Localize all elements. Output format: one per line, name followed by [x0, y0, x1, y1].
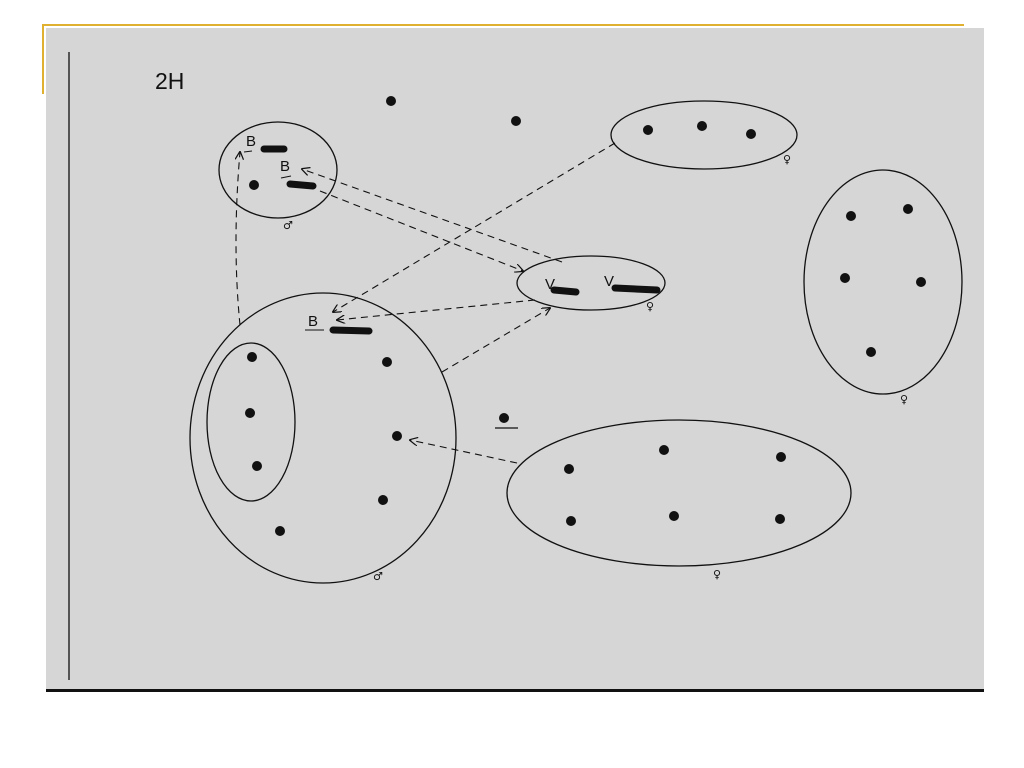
dashed-arrow [410, 440, 518, 464]
top-set-dot [746, 129, 756, 139]
bottom-female-set [506, 419, 852, 567]
female-symbol: ♀ [713, 568, 721, 581]
right-set-dot [916, 277, 926, 287]
accent-line-top [42, 24, 964, 26]
bottom-set-dot [566, 516, 576, 526]
bottom-set-dot [669, 511, 679, 521]
large-set-dot [275, 526, 285, 536]
free-dot [499, 413, 509, 423]
right-set-dot [846, 211, 856, 221]
v-bar [611, 284, 661, 294]
v-label: V [604, 273, 614, 290]
male-symbol: ♂ [373, 570, 383, 583]
dashed-arrow [333, 142, 616, 312]
right-set-dot [903, 204, 913, 214]
large-set-dot [392, 431, 402, 441]
dashed-arrow [337, 299, 536, 320]
bottom-rule [46, 689, 984, 692]
right-set-dot [866, 347, 876, 357]
b-label: B [246, 133, 256, 150]
bottom-set-dot [775, 514, 785, 524]
inner-subset-dot [252, 461, 262, 471]
b-label: B [308, 313, 318, 330]
left-rule [68, 52, 70, 680]
b-overbar [280, 175, 292, 179]
small-male-set [218, 121, 338, 219]
free-dot [511, 116, 521, 126]
female-symbol: ♀ [900, 393, 908, 406]
accent-line-left [42, 24, 44, 94]
female-symbol: ♀ [646, 300, 654, 313]
free-dot [386, 96, 396, 106]
top-female-set [610, 100, 798, 170]
inner-subset-dot [247, 352, 257, 362]
slide-title: 2H [155, 68, 185, 94]
b-bar [329, 326, 373, 335]
female-symbol: ♀ [783, 153, 791, 166]
b-bar [286, 180, 317, 190]
dashed-arrow [302, 169, 563, 263]
right-female-set [803, 169, 963, 395]
large-set-dot [382, 357, 392, 367]
bottom-set-dot [776, 452, 786, 462]
large-male-set [189, 292, 457, 584]
v-bar [550, 286, 580, 296]
b-overbar [243, 150, 253, 153]
dashed-arrow [441, 308, 550, 373]
dashed-arrow [319, 190, 523, 271]
male-symbol: ♂ [283, 219, 293, 232]
inner-subset [206, 342, 296, 502]
right-set-dot [840, 273, 850, 283]
diagram-panel [46, 28, 984, 690]
v-label: V [545, 276, 555, 293]
b-label: B [280, 158, 290, 175]
top-set-dot [697, 121, 707, 131]
bottom-set-dot [564, 464, 574, 474]
inner-subset-dot [245, 408, 255, 418]
top-set-dot [643, 125, 653, 135]
small-set-dot [249, 180, 259, 190]
large-set-dot [378, 495, 388, 505]
dashed-arrow [236, 152, 240, 326]
bottom-set-dot [659, 445, 669, 455]
middle-female-set [516, 255, 666, 311]
